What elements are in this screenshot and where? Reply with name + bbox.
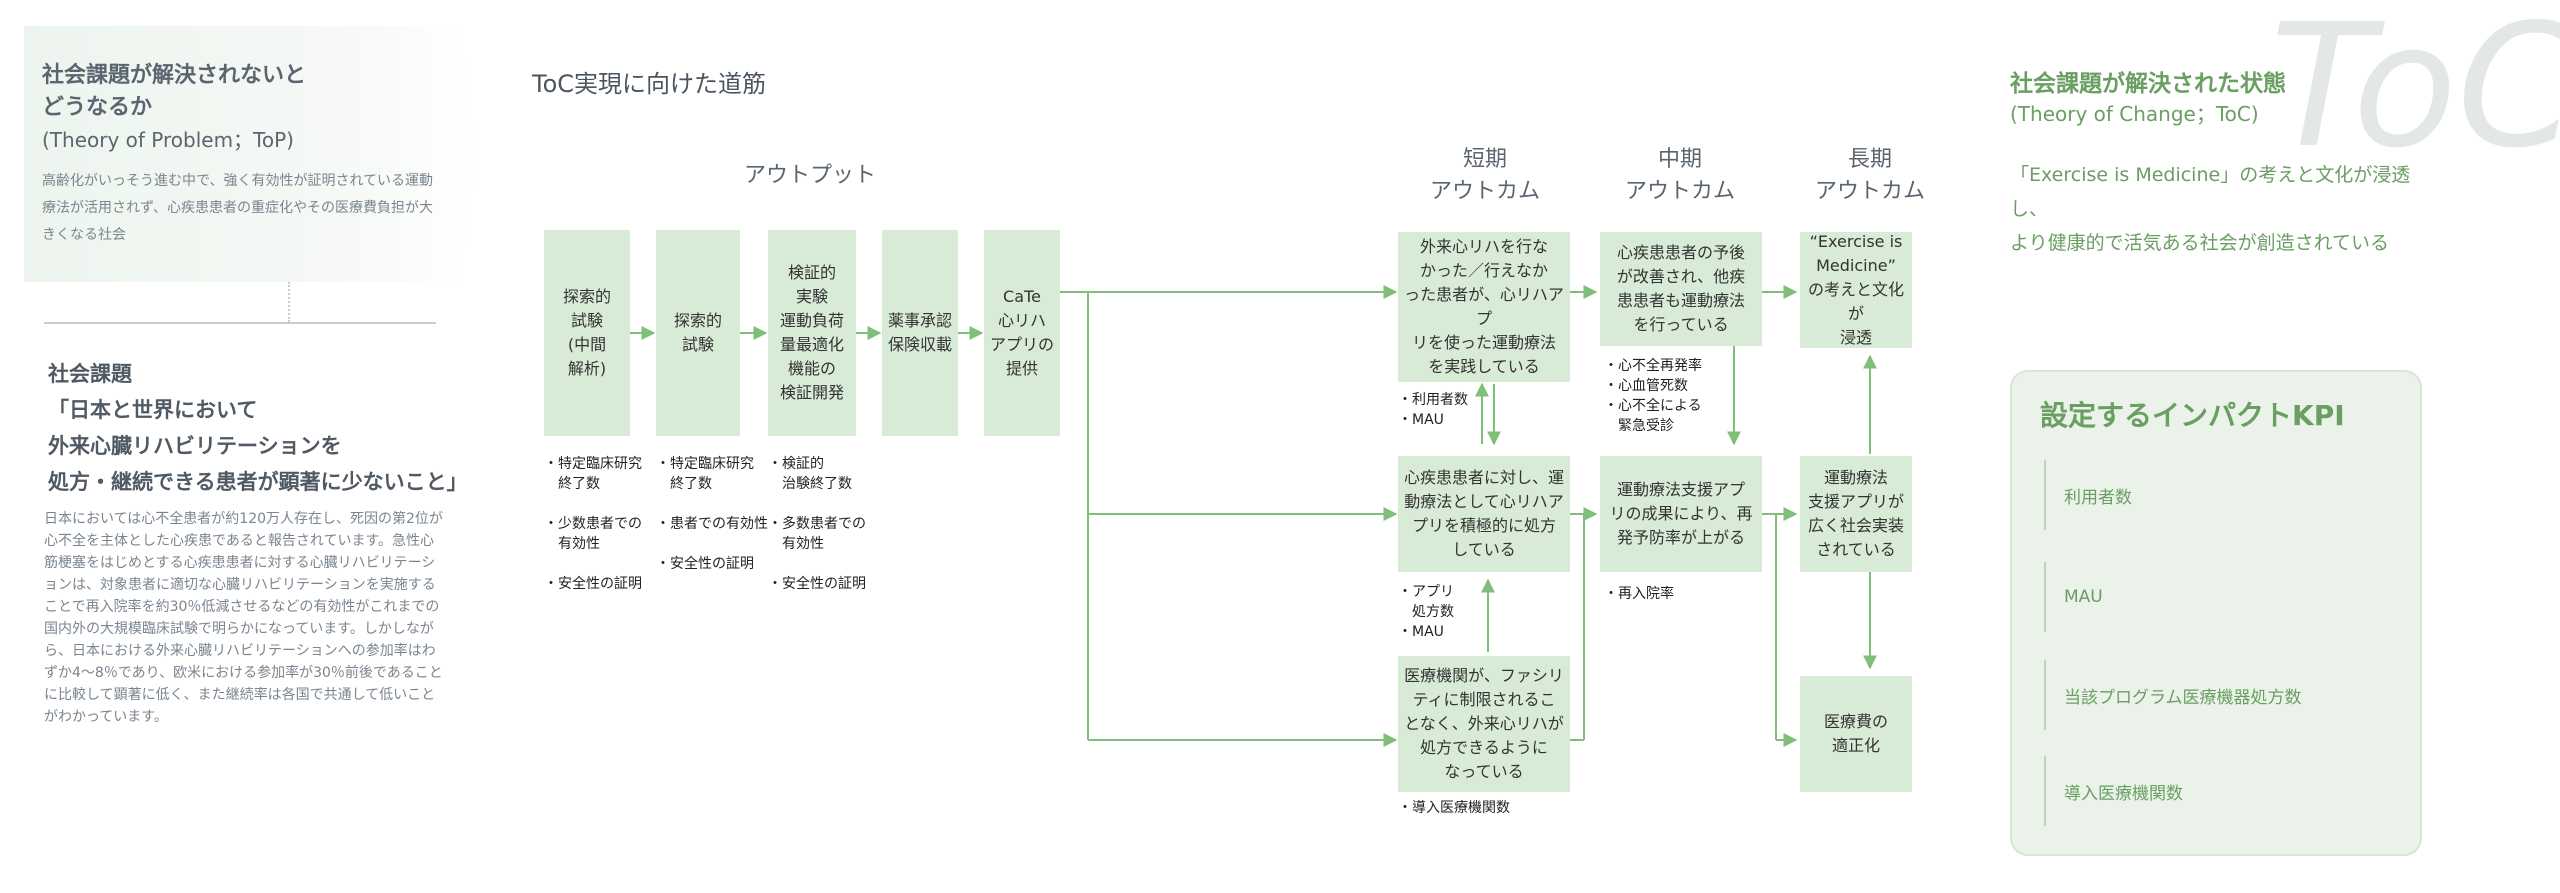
impact-kpi-item: 利用者数 — [2044, 460, 2384, 530]
social-issue-body: 日本においては心不全患者が約120万人存在し、死因の第2位が心不全を主体とした心… — [44, 511, 443, 725]
impact-kpi-panel — [2010, 370, 2422, 856]
mid-term-heading: 中期 アウトカム — [1624, 147, 1735, 204]
toc-subtitle: (Theory of Change；ToC) — [2010, 102, 2259, 126]
kpi-list-confirmatory: ・検証的 治験終了数 ・多数患者での 有効性 ・安全性の証明 — [768, 456, 866, 592]
output-box-exploratory: 探索的 試験 — [656, 230, 740, 436]
output-heading: アウトプット — [743, 163, 876, 188]
toc-description: 「Exercise is Medicine」の考えと文化が浸透し、 より健康的で… — [2010, 164, 2411, 254]
top-title: 社会課題が解決されないと どうなるか — [42, 63, 307, 120]
long-outcome-box-3: 医療費の 適正化 — [1800, 676, 1912, 792]
short-outcome-box-3: 医療機関が、ファシリ ティに制限されるこ となく、外来心リハが 処方できるように… — [1398, 656, 1570, 792]
toc-title: 社会課題が解決された状態 — [2010, 71, 2286, 97]
kpi-list-short-2: ・アプリ 処方数 ・MAU — [1398, 584, 1454, 640]
kpi-list-exploratory: ・特定臨床研究 終了数 ・患者での有効性 ・安全性の証明 — [656, 456, 768, 572]
toc-watermark: ToC — [2270, 0, 2560, 186]
mid-outcome-box-2: 運動療法支援アプ リの成果により、再 発予防率が上がる — [1600, 456, 1762, 572]
kpi-list-short-1: ・利用者数 ・MAU — [1398, 392, 1468, 428]
output-box-confirmatory: 検証的 実験 運動負荷 量最適化 機能の 検証開発 — [768, 230, 856, 436]
impact-kpi-title: 設定するインパクトKPI — [2040, 399, 2345, 432]
dotted-connector — [288, 282, 290, 322]
top-body: 高齢化がいっそう進む中で、強く有効性が証明されている運動療法が活用されず、心疾患… — [42, 173, 434, 243]
kpi-list-mid-2: ・再入院率 — [1604, 586, 1674, 602]
output-box-approval: 薬事承認 保険収載 — [882, 230, 958, 436]
long-term-heading: 長期 アウトカム — [1814, 147, 1925, 204]
short-outcome-box-1: 外来心リハを行な かった／行えなか った患者が、心リハアプ リを使った運動療法 … — [1398, 232, 1570, 382]
output-box-exploratory-interim: 探索的 試験 (中間 解析) — [544, 230, 630, 436]
impact-kpi-item: MAU — [2044, 562, 2384, 632]
kpi-list-short-3: ・導入医療機関数 — [1398, 800, 1510, 816]
top-subtitle: (Theory of Problem；ToP) — [42, 128, 294, 152]
impact-kpi-item: 当該プログラム医療機器処方数 — [2044, 660, 2384, 730]
kpi-list-mid-1: ・心不全再発率 ・心血管死数 ・心不全による 緊急受診 — [1604, 358, 1702, 434]
divider — [44, 322, 436, 324]
mid-outcome-box-1: 心疾患患者の予後 が改善され、他疾 患患者も運動療法 を行っている — [1600, 232, 1762, 346]
social-issue-title: 社会課題 「日本と世界において 外来心臓リハビリテーションを 処方・継続できる患… — [48, 362, 468, 494]
kpi-list-exploratory-interim: ・特定臨床研究 終了数 ・少数患者での 有効性 ・安全性の証明 — [544, 456, 642, 592]
long-outcome-box-2: 運動療法 支援アプリが 広く社会実装 されている — [1800, 456, 1912, 572]
top-panel — [24, 26, 480, 282]
long-outcome-box-1: “Exercise is Medicine” の考えと文化が 浸透 — [1800, 232, 1912, 348]
short-term-heading: 短期 アウトカム — [1429, 147, 1540, 204]
short-outcome-box-2: 心疾患患者に対し、運 動療法として心リハア プリを積極的に処方 している — [1398, 456, 1570, 572]
output-box-cate-app: CaTe 心リハ アプリの 提供 — [984, 230, 1060, 436]
roadmap-title: ToC実現に向けた道筋 — [532, 70, 767, 98]
impact-kpi-item: 導入医療機関数 — [2044, 756, 2384, 826]
